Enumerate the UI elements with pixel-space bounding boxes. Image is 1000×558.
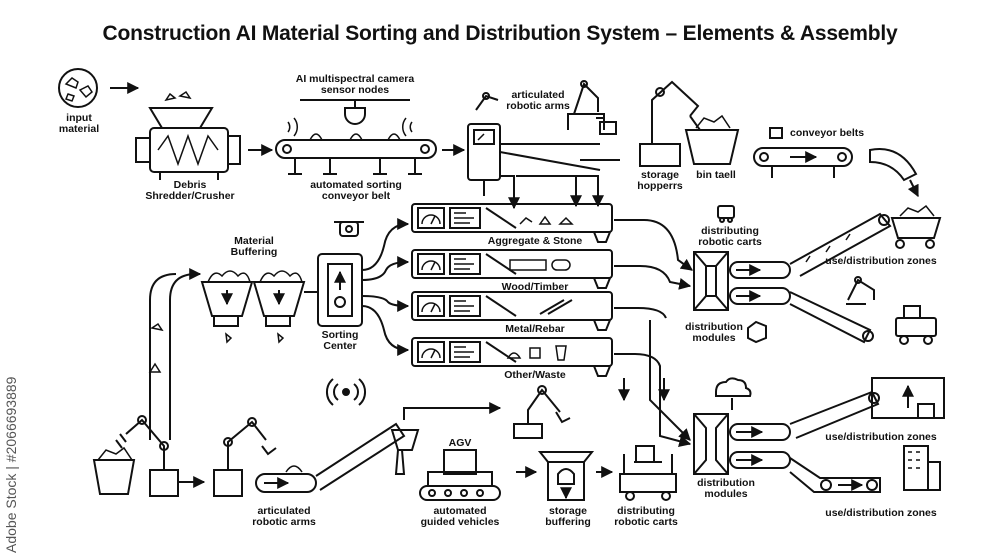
branch-other — [411, 337, 613, 377]
storage-hopper-icon — [639, 80, 740, 167]
robot-arm-bottom-right — [513, 385, 571, 439]
drone-icon — [334, 221, 364, 237]
sorting-center-icon — [317, 253, 363, 327]
site-icon-right — [871, 377, 945, 491]
return-loop — [148, 268, 202, 440]
storage-buffer-icon — [537, 451, 595, 501]
robot-arm-bottom-left — [92, 415, 179, 497]
label-bin: bin taell — [696, 169, 736, 181]
label-conveyor-belts: conveyor belts — [790, 127, 865, 139]
sensor-cabinet-icon — [467, 123, 620, 196]
agv-icon — [419, 449, 501, 501]
label-agv: AGV — [448, 437, 472, 449]
sort-branch-lines — [361, 218, 410, 356]
sorting-conveyor-icon — [275, 133, 437, 175]
label-use-zones-2: use/distribution zones — [825, 431, 937, 443]
robot-cart-upper-right — [846, 276, 937, 345]
buffer-hopper-icon — [200, 270, 306, 344]
input-material-icon — [58, 68, 98, 108]
camera-sensor-icon — [287, 99, 413, 137]
label-wood-timber: Wood/Timber — [501, 281, 569, 293]
label-use-zones-1: use/distribution zones — [825, 255, 937, 267]
robot-arm-bottom-center — [213, 417, 277, 497]
conveyor-lower — [729, 390, 881, 493]
branch-wood — [411, 249, 613, 289]
cart-top-right-icon — [890, 204, 942, 249]
incline-conveyor — [255, 402, 502, 493]
debris-crusher-icon — [135, 90, 241, 180]
page-title: Construction AI Material Sorting and Dis… — [102, 22, 898, 45]
bottom-cart-icon — [619, 445, 677, 501]
distribution-module-upper — [693, 205, 767, 344]
watermark-side: Adobe Stock | #2066693889 — [3, 376, 19, 553]
label-metal-rebar: Metal/Rebar — [505, 323, 565, 335]
distribution-module-lower — [693, 377, 752, 475]
branch-output-lines — [614, 219, 693, 448]
signal-icon — [326, 378, 366, 406]
sort-branches — [411, 203, 613, 377]
label-aggregate-stone: Aggregate & Stone — [487, 235, 583, 247]
top-feed-lines — [483, 175, 604, 210]
robotic-arm-top-icon — [475, 80, 617, 135]
conveyor-belts-icon — [753, 127, 919, 198]
branch-aggregate — [411, 203, 613, 243]
branch-metal — [411, 291, 613, 331]
conveyor-upper — [729, 212, 892, 344]
label-other-waste: Other/Waste — [504, 369, 566, 381]
label-use-zones-3: use/distribution zones — [825, 507, 937, 519]
